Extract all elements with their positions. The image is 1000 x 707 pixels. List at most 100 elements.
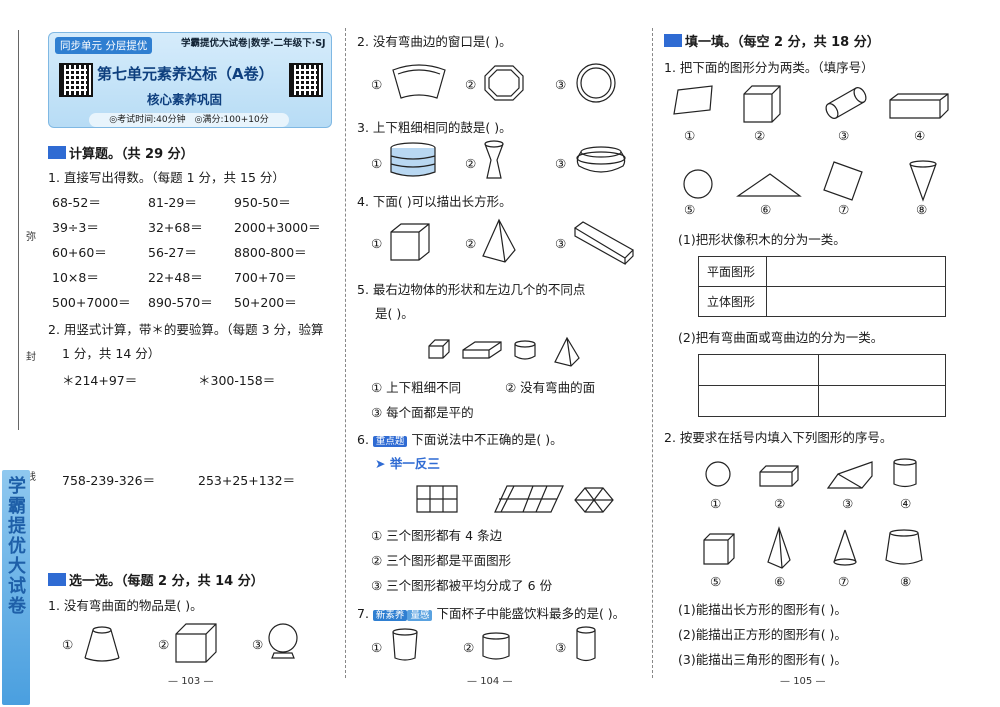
round-window-figure bbox=[575, 62, 617, 104]
option-label: ② bbox=[158, 637, 170, 652]
option-label: ③ bbox=[838, 128, 850, 143]
column-divider bbox=[345, 28, 346, 678]
mental-item: 32+68＝ bbox=[148, 220, 203, 235]
question-2-6: 6. 重点题 下面说法中不正确的是( )。 bbox=[357, 432, 563, 447]
section-marker-icon bbox=[48, 146, 66, 159]
option-label: ⑧ bbox=[916, 202, 928, 217]
binding-rule bbox=[18, 30, 19, 430]
answer-cell[interactable] bbox=[766, 256, 946, 287]
written-item: ＊300-158＝ bbox=[198, 373, 276, 388]
question-2-2: 2. 没有弯曲边的窗口是( )。 bbox=[357, 34, 512, 49]
qr-code-left bbox=[59, 63, 93, 97]
q6-option-1: ① 三个图形都有 4 条边 bbox=[371, 528, 503, 543]
option-label: ① bbox=[710, 496, 722, 511]
practice-subheading: ➤ 举一反三 bbox=[375, 456, 440, 471]
exam-info: ◎考试时间:40分钟 ◎满分:100+10分 bbox=[89, 113, 289, 127]
question-3-2-1: (1)能描出长方形的图形有( )。 bbox=[678, 602, 847, 617]
page-number: — 104 — bbox=[467, 676, 513, 687]
unit-subtitle: 核心素养巩固 bbox=[147, 92, 223, 107]
option-label: ① bbox=[371, 640, 383, 655]
option-label: ② bbox=[465, 77, 477, 92]
mental-item: 22+48＝ bbox=[148, 270, 203, 285]
unit-title: 第七单元素养达标（A卷） bbox=[97, 65, 274, 83]
cube-figure bbox=[389, 222, 431, 262]
question-2-1: 1. 没有弯曲面的物品是( )。 bbox=[48, 598, 203, 613]
long-cuboid-figure bbox=[888, 92, 950, 120]
sphere-figure bbox=[704, 460, 732, 488]
unit-header-card: 同步单元 分层提优 学霸提优大试卷|数学·二年级下·SJ 第七单元素养达标（A卷… bbox=[48, 32, 332, 128]
option-label: ③ bbox=[252, 637, 264, 652]
question-1-2: 2. 用竖式计算，带＊的要验算。（每题 3 分，验算 bbox=[48, 322, 324, 337]
question-3-2-2: (2)能描出正方形的图形有( )。 bbox=[678, 627, 847, 642]
brand-strip: 学霸提优大试卷 bbox=[2, 470, 30, 705]
question-1-2-cont: 1 分，共 14 分） bbox=[62, 346, 161, 361]
answer-cell[interactable] bbox=[818, 354, 946, 386]
question-2-3: 3. 上下粗细相同的鼓是( )。 bbox=[357, 120, 512, 135]
section-marker-icon bbox=[664, 34, 682, 47]
mental-item: 500+7000＝ bbox=[52, 295, 131, 310]
answer-cell[interactable] bbox=[818, 385, 946, 417]
option-label: ⑧ bbox=[900, 574, 912, 589]
cylinder-figure bbox=[892, 458, 918, 490]
mental-item: 60+60＝ bbox=[52, 245, 107, 260]
question-number: 6. bbox=[357, 432, 369, 447]
mental-item: 68-52＝ bbox=[52, 195, 101, 210]
strip-char-mi: 弥 bbox=[26, 232, 36, 243]
mental-item: 950-50＝ bbox=[234, 195, 291, 210]
option-label: ③ bbox=[555, 640, 567, 655]
cylinder-lying-figure bbox=[822, 86, 868, 120]
option-label: ① bbox=[684, 128, 696, 143]
mental-item: 50+200＝ bbox=[234, 295, 297, 310]
divided-shapes-figure bbox=[415, 484, 615, 516]
option-label: ⑦ bbox=[838, 574, 850, 589]
strip-char-feng: 封 bbox=[26, 352, 36, 363]
option-label: ③ bbox=[842, 496, 854, 511]
binding-strip: 弥 封 线 学霸提优大试卷 bbox=[0, 0, 38, 707]
option-label: ⑤ bbox=[684, 202, 696, 217]
exam-time: ◎考试时间:40分钟 bbox=[109, 115, 186, 125]
cone-inverted-figure bbox=[908, 160, 938, 202]
written-item: ＊214+97＝ bbox=[62, 373, 138, 388]
option-label: ③ bbox=[555, 77, 567, 92]
circle-figure bbox=[682, 168, 714, 200]
frustum-figure bbox=[884, 528, 924, 568]
triangular-prism-figure bbox=[826, 460, 874, 490]
question-2-4: 4. 下面( )可以描出长方形。 bbox=[357, 194, 512, 209]
question-2-5-cont: 是( )。 bbox=[375, 306, 414, 321]
brand-text: 学霸提优大试卷 bbox=[5, 476, 26, 616]
cone-figure bbox=[832, 528, 858, 568]
question-number: 7. bbox=[357, 606, 369, 621]
section-1-title: 计算题。（共 29 分） bbox=[48, 146, 194, 163]
option-label: ④ bbox=[914, 128, 926, 143]
answer-cell[interactable] bbox=[766, 286, 946, 317]
octagon-window-figure bbox=[483, 64, 525, 102]
mental-item: 81-29＝ bbox=[148, 195, 197, 210]
cup-figure bbox=[391, 628, 419, 662]
row-label-plane: 平面图形 bbox=[698, 256, 767, 287]
answer-cell[interactable] bbox=[698, 385, 819, 417]
section-marker-icon bbox=[48, 573, 66, 586]
literacy-badge: 新素养 bbox=[372, 610, 408, 621]
column-page-104: 2. 没有弯曲边的窗口是( )。 ① ② ③ 3. 上下粗细相同的鼓是( )。 … bbox=[355, 0, 645, 707]
option-label: ⑤ bbox=[710, 574, 722, 589]
q5-option-1: ① 上下粗细不同 bbox=[371, 380, 462, 395]
grouping-table bbox=[698, 354, 946, 417]
written-item: 253+25+132＝ bbox=[198, 473, 296, 488]
square-tilted-figure bbox=[822, 160, 864, 202]
option-label: ⑦ bbox=[838, 202, 850, 217]
long-prism-figure bbox=[573, 218, 635, 262]
pyramid-figure bbox=[766, 526, 792, 570]
q5-option-2: ② 没有弯曲的面 bbox=[505, 380, 596, 395]
cube-figure bbox=[702, 532, 736, 568]
lampshade-figure bbox=[82, 624, 122, 664]
option-label: ③ bbox=[555, 156, 567, 171]
mental-item: 39÷3＝ bbox=[52, 220, 99, 235]
answer-cell[interactable] bbox=[698, 354, 819, 386]
option-label: ② bbox=[754, 128, 766, 143]
cup-figure bbox=[481, 632, 511, 662]
hourglass-drum-figure bbox=[483, 140, 505, 180]
arched-window-figure bbox=[391, 64, 447, 102]
column-page-103: 同步单元 分层提优 学霸提优大试卷|数学·二年级下·SJ 第七单元素养达标（A卷… bbox=[40, 0, 335, 707]
mental-item: 700+70＝ bbox=[234, 270, 297, 285]
question-3-1-2: (2)把有弯曲面或弯曲边的分为一类。 bbox=[678, 330, 884, 345]
